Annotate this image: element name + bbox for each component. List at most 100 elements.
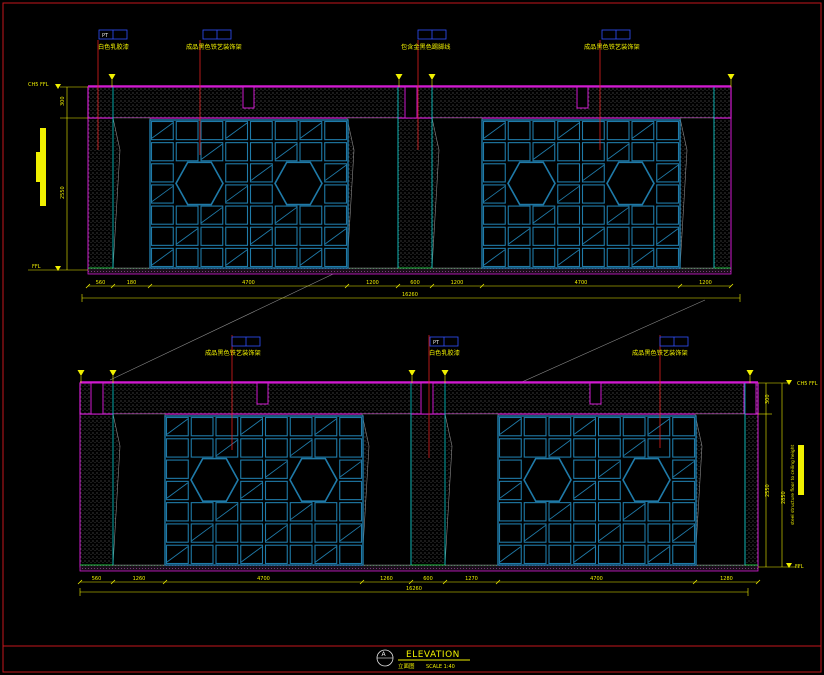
screen-hexagon — [622, 457, 671, 502]
screen-cell — [597, 480, 621, 501]
screen-diagonal — [250, 164, 273, 181]
screen-cell — [597, 416, 621, 437]
screen-diagonal — [176, 228, 198, 245]
screen-cell — [339, 438, 363, 458]
level-marker — [408, 370, 416, 383]
screen-cell — [647, 416, 671, 437]
screen-cell — [597, 438, 621, 458]
screen-diagonal — [623, 439, 645, 456]
screen-cell — [557, 184, 581, 204]
screen-cell — [498, 544, 522, 565]
screen-hexagon — [274, 161, 323, 206]
screen-cell — [200, 226, 224, 246]
screen-cell — [597, 523, 621, 543]
level-triangle — [408, 370, 416, 376]
screen-cell — [498, 523, 522, 543]
beam-notch — [256, 382, 269, 405]
screen-cell — [165, 416, 189, 437]
height-dim: 2550 — [765, 484, 771, 497]
screen-hexagon — [523, 457, 572, 502]
screen-cell — [314, 502, 338, 522]
screen-cell — [647, 544, 671, 565]
screen-diagonal — [648, 418, 670, 435]
level-arrow — [786, 380, 792, 385]
screen-diagonal — [265, 525, 288, 542]
screen-diagonal — [324, 164, 347, 181]
screen-cell — [200, 120, 224, 141]
screen-diagonal — [166, 482, 189, 499]
screen-cell — [289, 544, 313, 565]
level-marker — [77, 370, 85, 383]
screen-cell — [498, 459, 522, 479]
screen-diagonal — [582, 164, 605, 181]
screen-cell — [150, 205, 174, 225]
section-marker — [40, 128, 46, 206]
screen-cell — [274, 247, 298, 268]
dim-tick — [162, 579, 168, 585]
width-dim: 1280 — [720, 576, 733, 582]
level-triangle — [727, 74, 735, 80]
screen-diagonal — [339, 525, 362, 542]
dim-tick — [677, 283, 683, 289]
screen-diagonal — [201, 143, 223, 160]
level-label: FFL — [32, 264, 41, 270]
screen-cell — [175, 142, 199, 162]
screen-diagonal — [656, 164, 679, 181]
screen-cell — [672, 544, 696, 565]
screen-cell — [631, 247, 655, 268]
section-symbol-letter: A — [382, 651, 387, 658]
ceiling-band — [79, 382, 759, 415]
screen-cell — [606, 205, 630, 225]
screen-cell — [631, 205, 655, 225]
screen-hexagon — [175, 161, 224, 206]
beam-notch — [404, 86, 418, 119]
screen-cell — [299, 120, 323, 141]
screen-diagonal — [151, 249, 174, 266]
material-note: 成品黑色铁艺装饰架 — [205, 349, 261, 357]
beam-notch — [242, 86, 255, 109]
dim-tick — [728, 283, 734, 289]
screen-cell — [274, 120, 298, 141]
screen-cell — [324, 142, 348, 162]
screen-diagonal — [573, 418, 596, 435]
side-note: steel structure floor to ceiling height — [790, 444, 796, 525]
width-dim: 4700 — [242, 280, 255, 286]
screen-diagonal — [240, 546, 263, 563]
width-dim: 600 — [423, 576, 433, 582]
screen-cell — [507, 205, 531, 225]
screen-cell — [573, 438, 597, 458]
screen-cell — [299, 142, 323, 162]
screen-cell — [190, 544, 214, 565]
screen-diagonal — [573, 546, 596, 563]
dim-tick — [479, 283, 485, 289]
screen-cell — [507, 226, 531, 246]
height-dim: 300 — [765, 394, 771, 404]
screen-cell — [274, 205, 298, 225]
screen-diagonal — [191, 525, 213, 542]
screen-diagonal — [632, 249, 654, 266]
screen-cell — [672, 480, 696, 501]
level-triangle — [746, 370, 754, 376]
screen-cell — [606, 226, 630, 246]
screen-cell — [339, 416, 363, 437]
dim-tick — [77, 579, 83, 585]
screen-cell — [507, 247, 531, 268]
screen-diagonal — [607, 143, 629, 160]
width-dim: 1200 — [366, 280, 379, 286]
screen-cell — [215, 416, 239, 437]
screen-cell — [498, 416, 522, 437]
screen-cell — [606, 120, 630, 141]
screen-diagonal — [533, 207, 555, 224]
section-marker — [36, 152, 40, 182]
screen-cell — [190, 438, 214, 458]
screen-diagonal — [623, 503, 645, 520]
screen-diagonal — [549, 439, 571, 456]
screen-cell — [622, 416, 646, 437]
dim-tick — [110, 283, 116, 289]
width-dim: 180 — [127, 280, 137, 286]
screen-diagonal — [250, 228, 273, 245]
screen-cell — [548, 438, 572, 458]
screen-cell — [573, 544, 597, 565]
level-arrow — [55, 266, 61, 271]
